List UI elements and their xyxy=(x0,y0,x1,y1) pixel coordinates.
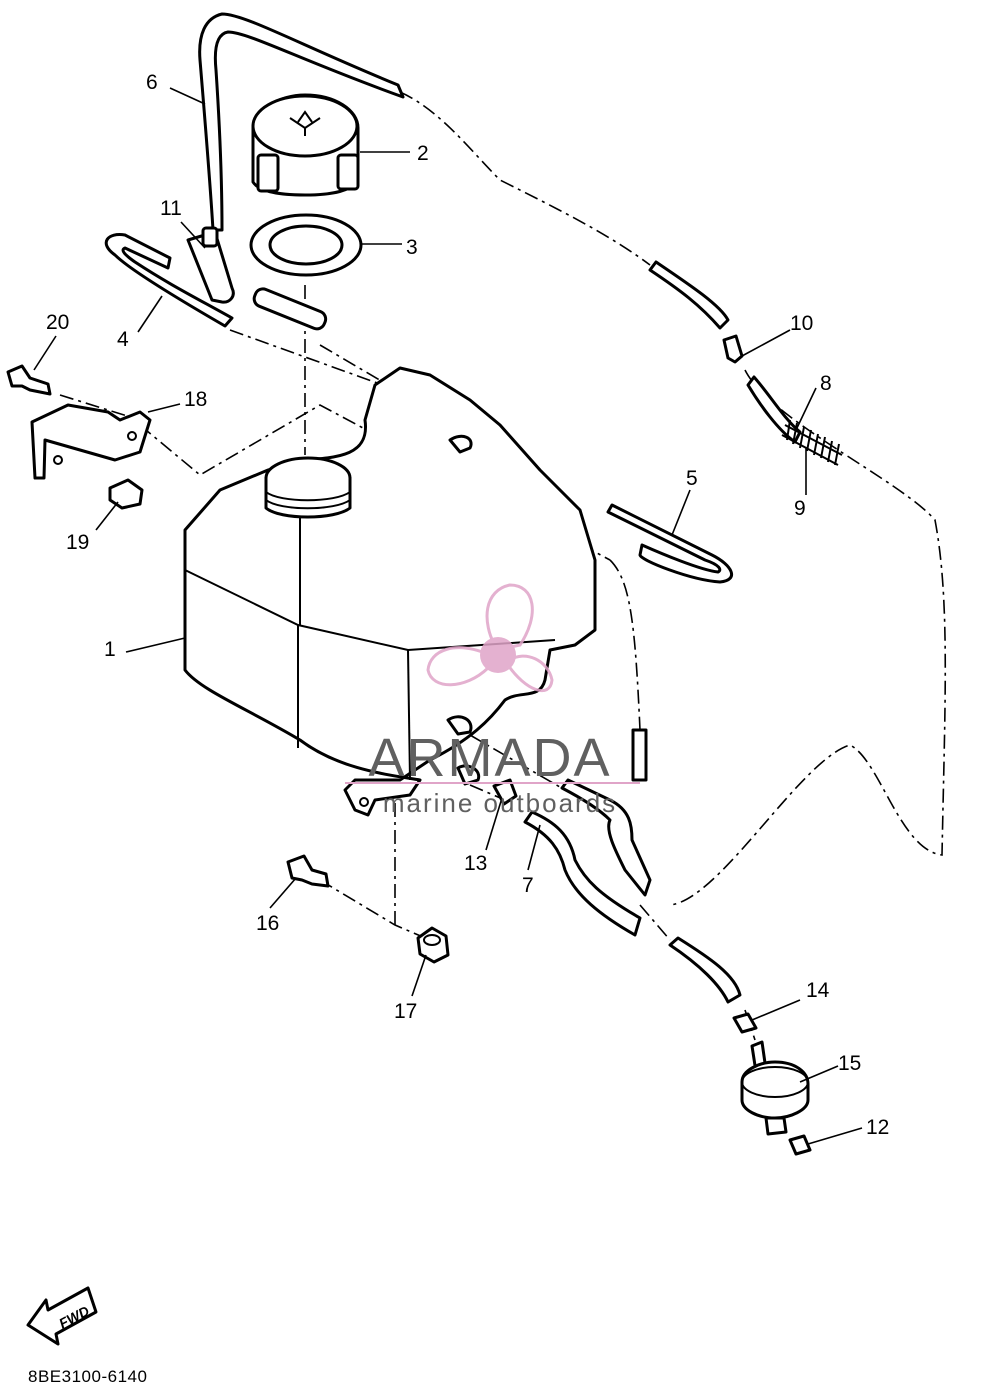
propeller-logo-icon xyxy=(426,583,554,693)
watermark-tagline: marine outboards xyxy=(383,788,617,818)
watermark-brand: ARMADA xyxy=(368,728,611,788)
callout-4: 4 xyxy=(117,328,129,351)
callout-10: 10 xyxy=(790,312,813,335)
clamp-14[interactable] xyxy=(732,1012,758,1034)
hose-5[interactable] xyxy=(606,503,734,584)
spring-9[interactable] xyxy=(781,419,843,466)
fwd-arrow-icon: FWD xyxy=(26,1286,98,1346)
callout-16: 16 xyxy=(256,912,279,935)
callout-5: 5 xyxy=(686,467,698,490)
clip-12[interactable] xyxy=(788,1134,812,1156)
callout-14: 14 xyxy=(806,979,830,1002)
callout-15: 15 xyxy=(838,1052,861,1075)
callout-11: 11 xyxy=(160,197,182,220)
hose-4[interactable] xyxy=(104,233,328,332)
callout-1: 1 xyxy=(104,638,116,661)
filler-cap-2[interactable] xyxy=(251,93,360,197)
bracket-18[interactable] xyxy=(30,403,152,480)
callout-8: 8 xyxy=(820,372,832,395)
hose-segment-upper[interactable] xyxy=(648,260,730,330)
tube-right[interactable] xyxy=(631,728,648,782)
reservoir-tank-1[interactable] xyxy=(183,366,597,817)
hose-segment-lower[interactable] xyxy=(668,936,742,1004)
callout-labels: 1 2 3 4 5 6 7 8 9 10 11 12 13 14 15 16 1… xyxy=(46,71,889,1139)
callout-7: 7 xyxy=(522,874,534,897)
armada-watermark: ARMADA marine outboards xyxy=(345,583,640,818)
drawing-code: 8BE3100-6140 xyxy=(28,1367,148,1386)
callout-18: 18 xyxy=(184,388,207,411)
nut-19[interactable] xyxy=(108,478,144,510)
callout-17: 17 xyxy=(394,1000,417,1023)
leader-lines xyxy=(33,87,863,1145)
grommet-17[interactable] xyxy=(416,926,450,964)
callout-2: 2 xyxy=(417,142,429,165)
breather-hose-6[interactable] xyxy=(198,12,405,232)
callout-9: 9 xyxy=(794,497,806,520)
joint-11[interactable] xyxy=(186,226,235,304)
bolt-20[interactable] xyxy=(6,364,52,396)
joint-10[interactable] xyxy=(722,334,744,364)
callout-6: 6 xyxy=(146,71,158,94)
callout-19: 19 xyxy=(66,531,89,554)
callout-20: 20 xyxy=(46,311,69,334)
filter-15[interactable] xyxy=(740,1040,810,1136)
gasket-3[interactable] xyxy=(249,213,363,277)
callout-3: 3 xyxy=(406,236,418,259)
callout-12: 12 xyxy=(866,1116,889,1139)
drain-hose-7[interactable] xyxy=(523,778,652,937)
callout-13: 13 xyxy=(464,852,487,875)
hose-8[interactable] xyxy=(746,375,802,444)
